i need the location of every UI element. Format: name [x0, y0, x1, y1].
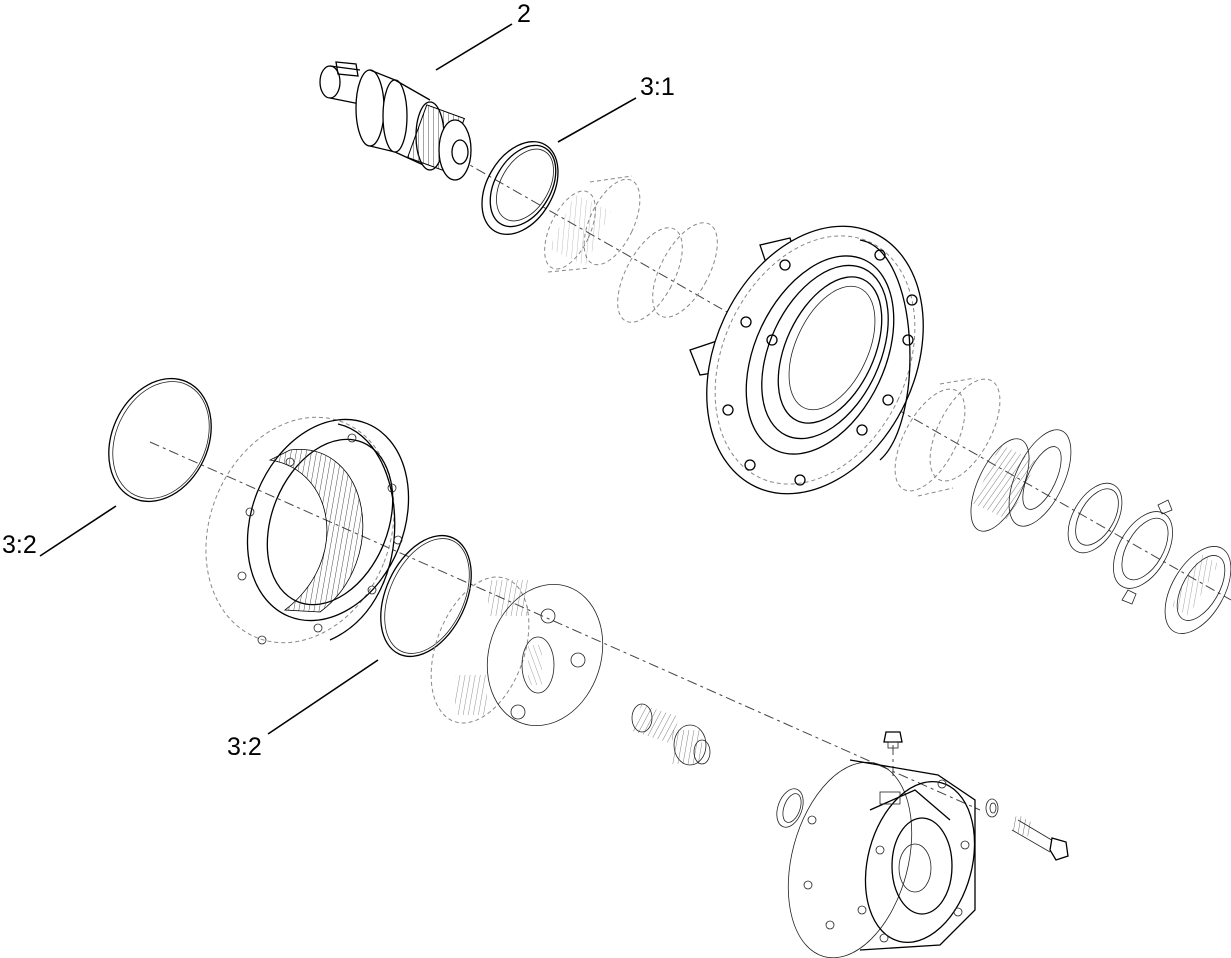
- hub-housing: [689, 225, 924, 495]
- lock-washer: [1113, 499, 1173, 605]
- bearing-1: [544, 175, 641, 273]
- ring-gear: [205, 416, 410, 645]
- washer: [1067, 482, 1123, 554]
- snap-ring: [776, 788, 804, 828]
- planet-carrier: [430, 576, 604, 727]
- sun-gear: [631, 703, 711, 766]
- callout-label-3-2-center: 3:2: [227, 733, 262, 761]
- leader-lines: [39, 23, 637, 735]
- bearing-cup-2: [894, 377, 1001, 497]
- callout-label-3-2-left: 3:2: [2, 531, 37, 559]
- motor-bolt-holes: [803, 779, 970, 943]
- callout-label-2: 2: [517, 0, 531, 28]
- small-washer: [985, 798, 999, 818]
- callout-label-3-1: 3:1: [640, 73, 675, 101]
- motor-housing: [787, 759, 976, 958]
- bolt: [1009, 814, 1069, 861]
- bearing-2: [970, 429, 1072, 532]
- bearing-cup-1: [617, 222, 718, 323]
- shaft-part: [319, 61, 472, 181]
- lower-axis-centerline: [149, 441, 981, 811]
- lock-nut: [1164, 546, 1231, 634]
- hub-bolt-holes: [722, 249, 918, 486]
- grease-fitting: [883, 731, 903, 749]
- seal-ring: [481, 141, 559, 235]
- o-ring-center: [380, 534, 472, 658]
- ring-gear-bolt-holes: [237, 433, 403, 645]
- o-ring-left: [108, 377, 212, 503]
